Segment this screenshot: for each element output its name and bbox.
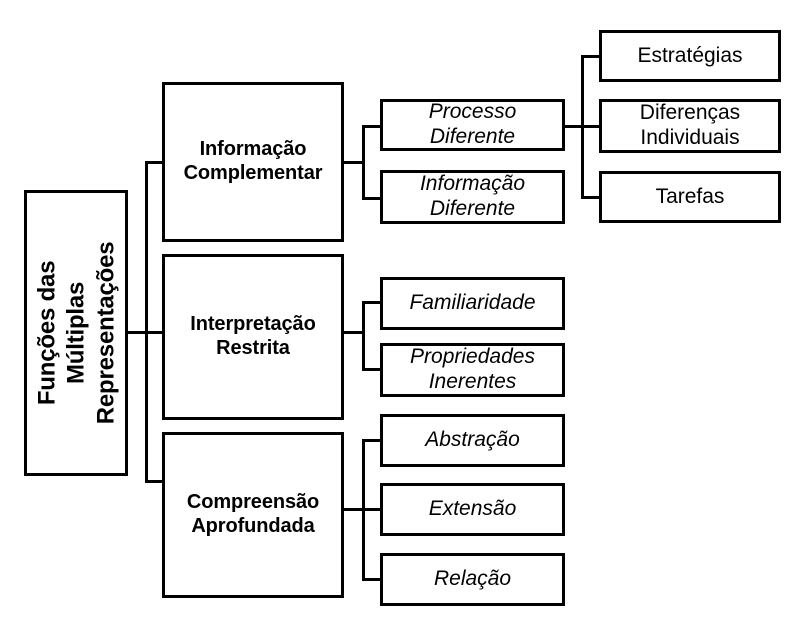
connector-informacao-complementar-out (343, 161, 364, 164)
connector-to-interpretacao-restrita (145, 331, 165, 334)
node-estrategias[interactable]: Estratégias (599, 30, 781, 82)
node-propriedades-inerentes-label: Propriedades Inerentes (410, 345, 535, 393)
connector-to-propriedades-inerentes (362, 368, 382, 371)
node-propriedades-inerentes[interactable]: Propriedades Inerentes (380, 343, 565, 397)
node-informacao-diferente[interactable]: Informação Diferente (380, 170, 565, 224)
node-familiaridade-label: Familiaridade (409, 291, 536, 315)
node-relacao[interactable]: Relação (380, 553, 565, 606)
node-root-label: Funções das Múltiplas Representações (33, 241, 119, 425)
node-compreensao-aprofundada-label: Compreensão Aprofundada (186, 491, 320, 537)
connector-to-informacao-complementar (145, 161, 165, 164)
node-compreensao-aprofundada[interactable]: Compreensão Aprofundada (162, 432, 344, 598)
node-familiaridade[interactable]: Familiaridade (380, 277, 565, 330)
connector-to-tarefas (581, 196, 601, 199)
node-root[interactable]: Funções das Múltiplas Representações (24, 190, 128, 476)
connector-to-informacao-diferente (362, 197, 382, 200)
node-abstracao[interactable]: Abstração (380, 414, 565, 467)
connector-to-compreensao-aprofundada (145, 480, 165, 483)
node-informacao-complementar[interactable]: Informação Complementar (162, 82, 344, 242)
connector-to-relacao (362, 578, 382, 581)
connector-trunk-level2 (145, 161, 148, 483)
connector-to-estrategias (581, 55, 601, 58)
node-extensao[interactable]: Extensão (380, 483, 565, 536)
node-interpretacao-restrita[interactable]: Interpretação Restrita (162, 254, 344, 420)
connector-trunk-informacao-complementar (362, 125, 365, 200)
connector-root-stub (128, 331, 148, 334)
node-processo-diferente[interactable]: Processo Diferente (380, 99, 565, 151)
connector-to-extensao (362, 508, 382, 511)
connector-compreensao-aprofundada-out (343, 508, 364, 511)
node-tarefas-label: Tarefas (655, 184, 725, 208)
connector-to-diferencas-individuais (581, 125, 601, 128)
node-relacao-label: Relação (433, 567, 512, 591)
node-abstracao-label: Abstração (425, 428, 520, 452)
connector-trunk-interpretacao-restrita (362, 301, 365, 371)
connector-to-abstracao (362, 439, 382, 442)
node-informacao-complementar-label: Informação Complementar (183, 138, 323, 184)
node-estrategias-label: Estratégias (637, 43, 743, 67)
connector-processo-diferente-out (563, 125, 584, 128)
node-diferencas-individuais[interactable]: Diferenças Individuais (599, 99, 781, 153)
connector-to-processo-diferente (362, 125, 382, 128)
connector-to-familiaridade (362, 301, 382, 304)
node-processo-diferente-label: Processo Diferente (428, 100, 517, 148)
node-tarefas[interactable]: Tarefas (599, 171, 781, 223)
node-extensao-label: Extensão (428, 497, 517, 521)
connector-interpretacao-restrita-out (343, 331, 364, 334)
node-informacao-diferente-label: Informação Diferente (419, 172, 526, 220)
node-diferencas-individuais-label: Diferenças Individuais (639, 101, 741, 149)
node-interpretacao-restrita-label: Interpretação Restrita (190, 313, 316, 359)
